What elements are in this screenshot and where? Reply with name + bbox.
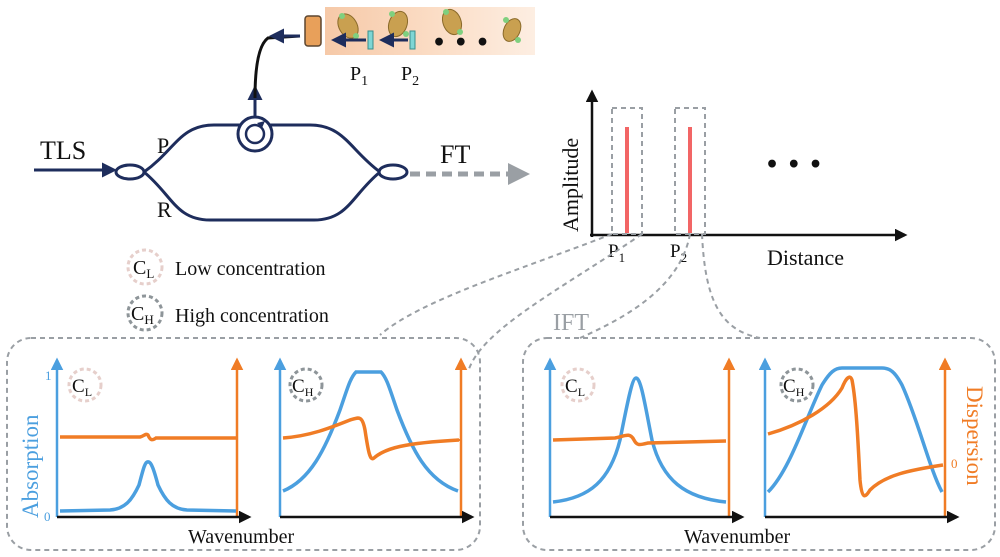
reference-arm-fiber (143, 170, 381, 222)
amplitude-tick-p2: P2 (670, 241, 687, 265)
zoom-connector-p1-left (379, 233, 613, 336)
molecules (337, 8, 522, 42)
legend-symbol-high: CH (131, 303, 154, 327)
collimator (304, 15, 322, 47)
reference-arm-label: R (157, 197, 172, 222)
spectra-ylabel-dispersion: Dispersion (962, 386, 987, 486)
spectrum-panel-1: CL 1 0 (44, 357, 252, 524)
spectra-xlabel-right: Wavenumber (684, 526, 790, 548)
panel3-dispersion-curve (552, 433, 727, 447)
panel1-badge-text: CL (72, 376, 92, 399)
spectra-box-p2 (522, 337, 996, 551)
coupler-input (114, 163, 146, 181)
panel1-absorption-curve (59, 460, 237, 513)
ft-label: FT (440, 140, 470, 169)
panel3-badge-text: CL (565, 376, 585, 399)
position-label-p2: P2 (401, 63, 419, 89)
setup-ellipsis: • • • (432, 30, 490, 56)
panel1-ytick-bottom: 0 (44, 509, 51, 524)
panel4-badge (779, 367, 815, 403)
ift-label: IFT (553, 310, 589, 336)
molecule-atoms (339, 9, 521, 43)
sample-fiber (253, 34, 301, 99)
coupler-output (377, 163, 409, 181)
reflector-p2 (409, 30, 416, 50)
spectra-ylabel-absorption: Absorption (18, 414, 43, 518)
panel3-badge (560, 367, 596, 403)
amplitude-ylabel: Amplitude (558, 138, 583, 232)
probe-arm-label: P (157, 133, 169, 158)
amplitude-tick-p1: P1 (608, 241, 625, 265)
spectrum-panel-2: CH (273, 357, 475, 524)
ft-arrowhead (508, 163, 530, 185)
peak-window-p1 (611, 107, 643, 235)
panel3-absorption-curve (552, 376, 727, 504)
legend: CL Low concentration CH High concentrati… (126, 248, 329, 332)
interferometer-setup: TLS P R P1 P2 • • • FT (34, 7, 535, 222)
panel4-badge-text: CH (783, 376, 805, 399)
spectra-xlabel-left: Wavenumber (188, 526, 294, 548)
panel2-absorption-curve (282, 370, 459, 493)
legend-text-high: High concentration (175, 305, 329, 327)
circulator (236, 115, 274, 153)
legend-badge-high (126, 294, 164, 332)
sample-cell (325, 7, 535, 55)
amplitude-xlabel: Distance (767, 245, 844, 270)
circulator-arrow-icon (257, 121, 265, 128)
amplitude-plot: Amplitude Distance P1 P2 • • • (558, 89, 908, 270)
panel1-ytick-top: 1 (45, 368, 52, 383)
panel2-dispersion-curve (282, 416, 460, 461)
spectra-box-p1 (6, 337, 481, 551)
reflector-p1 (367, 30, 374, 50)
legend-text-low: Low concentration (175, 258, 326, 280)
zoom-connector-p1-right (467, 233, 643, 373)
panel1-dispersion-curve (60, 432, 236, 442)
circulator-icon (244, 123, 266, 145)
amplitude-ellipsis: • • • (765, 152, 823, 178)
panel4-absorption-curve (766, 366, 944, 494)
legend-badge-low (126, 248, 164, 286)
spectrum-panel-3: CL (543, 357, 745, 524)
legend-symbol-low: CL (133, 257, 154, 281)
panel2-badge (288, 367, 324, 403)
position-label-p1: P1 (350, 63, 368, 89)
panel4-dispersion-curve (767, 375, 944, 498)
panel1-badge (67, 367, 103, 403)
spectrum-panel-4: CH 0 (758, 357, 960, 524)
zoom-connector-p2-right (701, 233, 761, 339)
source-label: TLS (40, 136, 86, 165)
panel2-badge-text: CH (292, 376, 314, 399)
panel4-right-tick: 0 (951, 456, 958, 471)
zoom-connector-p2-left (579, 233, 691, 339)
